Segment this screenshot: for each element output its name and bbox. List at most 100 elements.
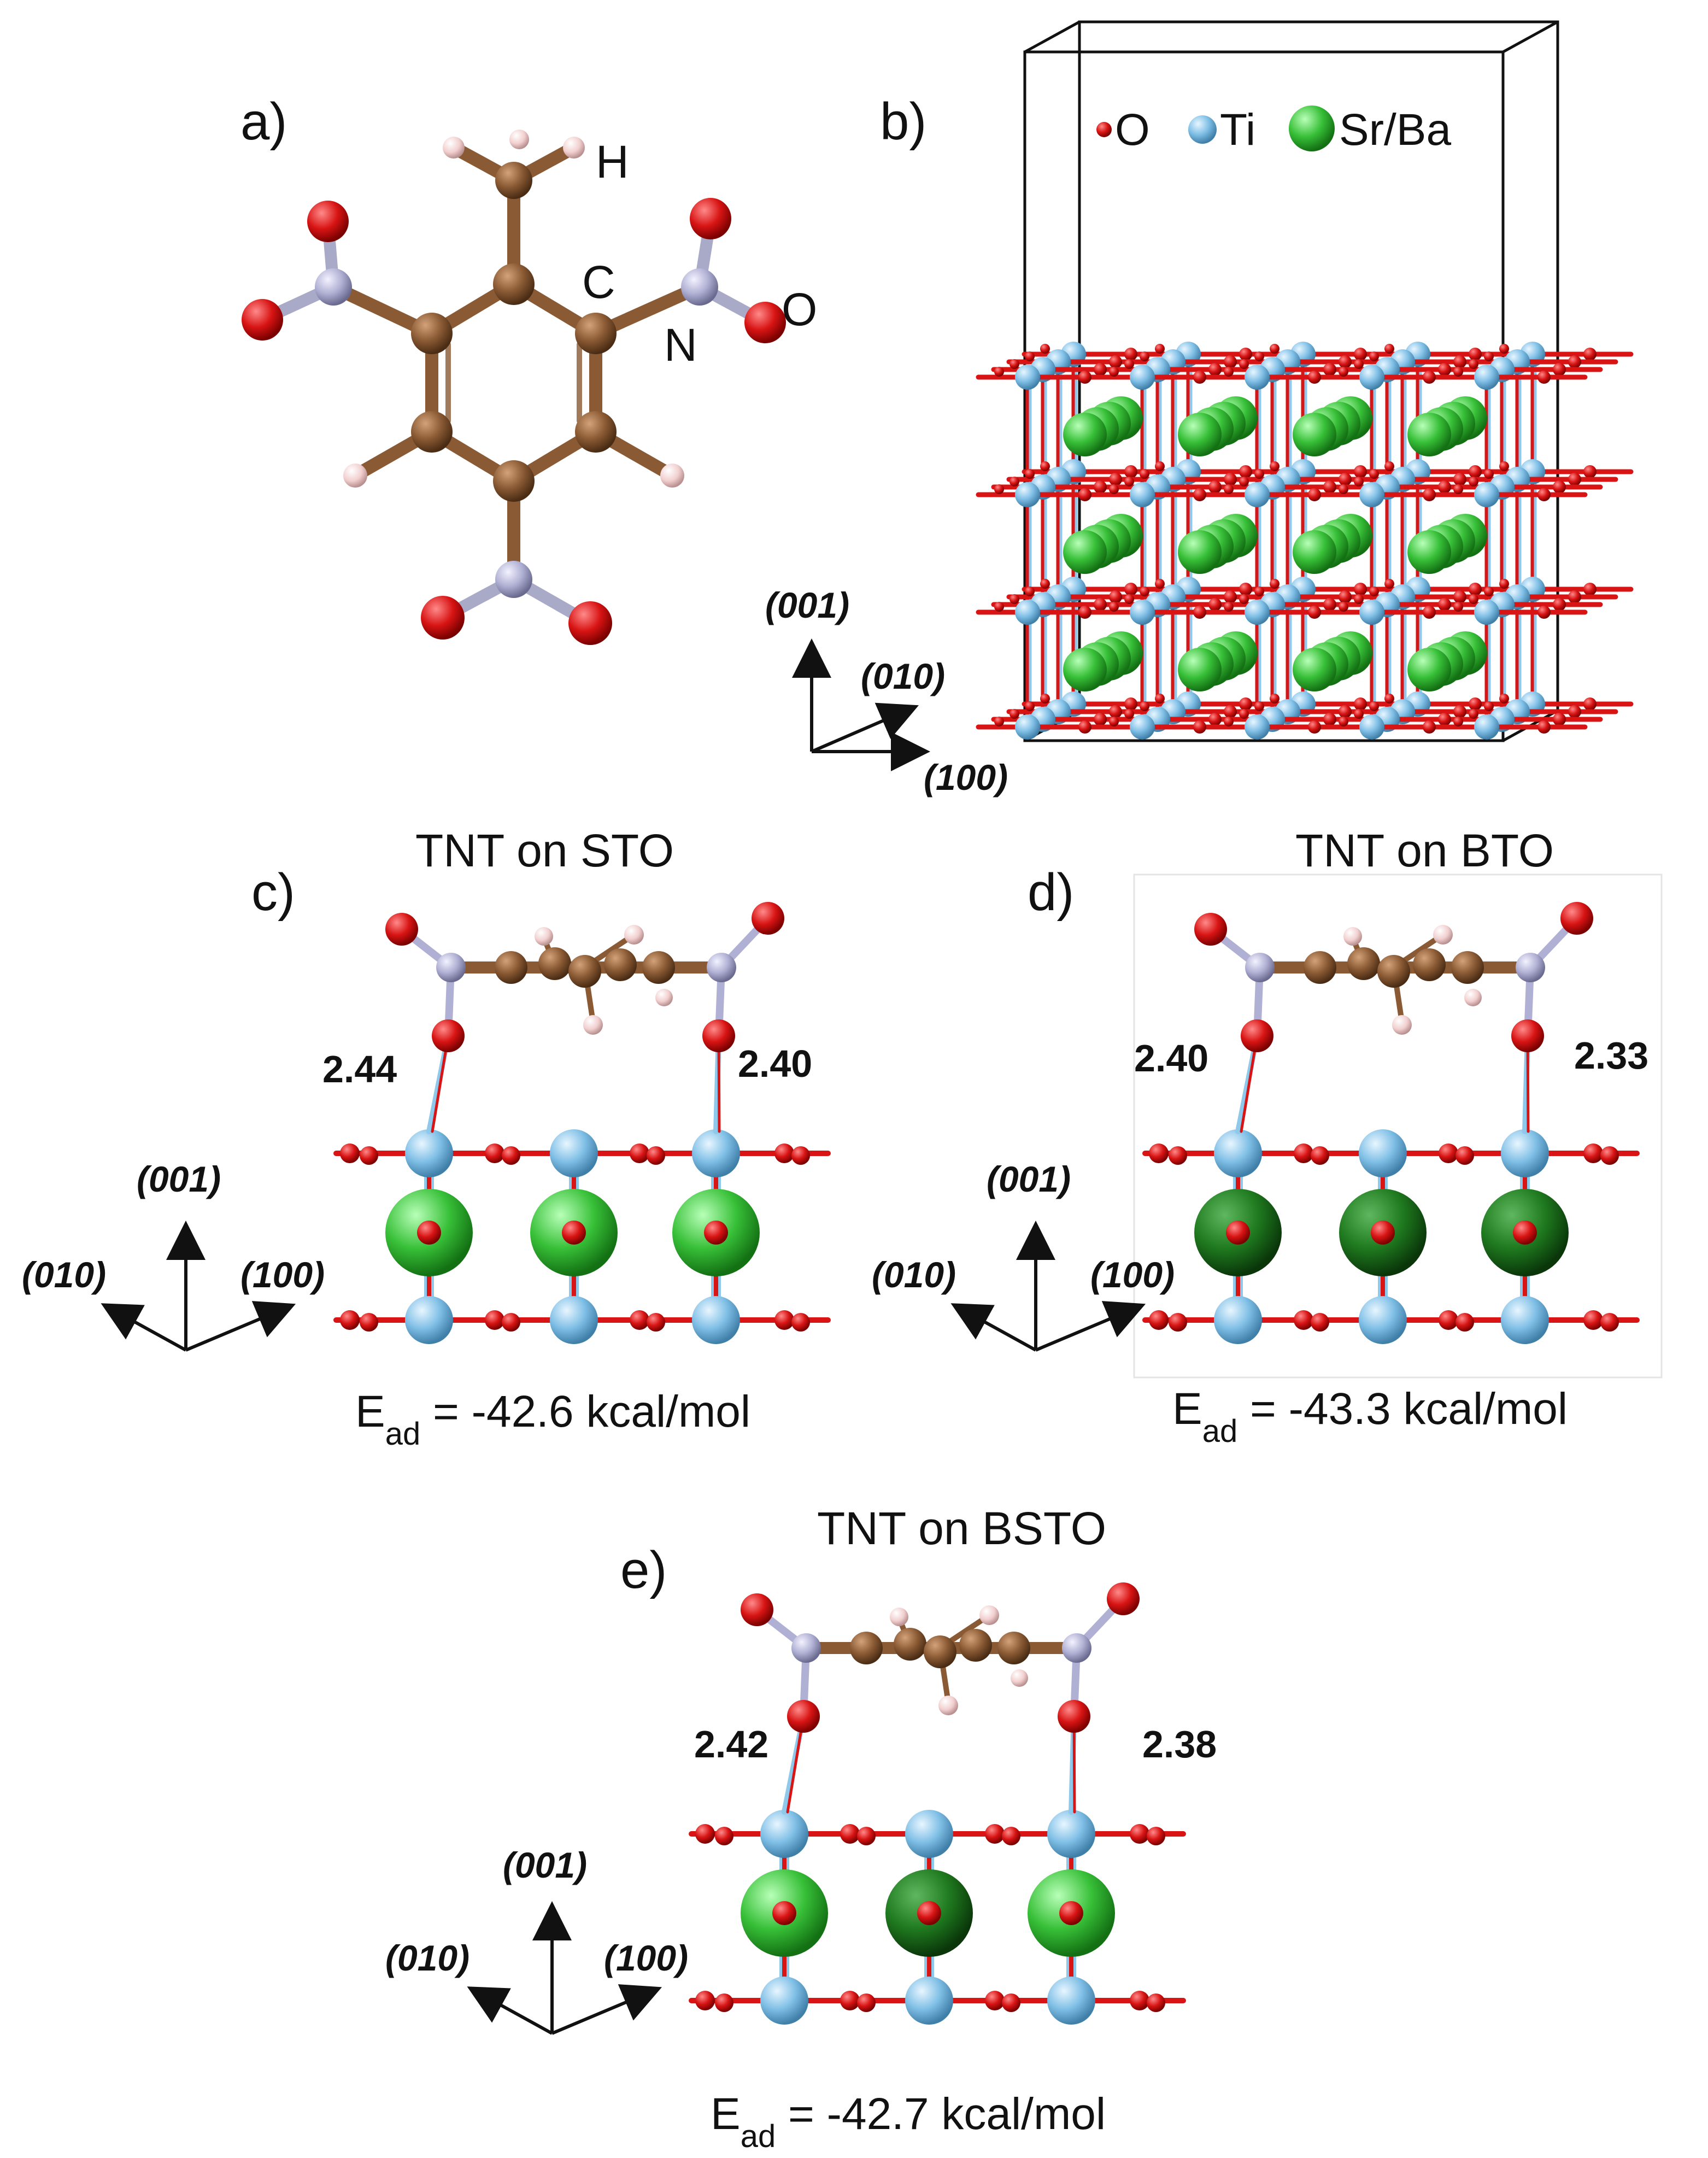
label-o: O bbox=[782, 284, 817, 335]
oxygen-atom bbox=[774, 1310, 794, 1330]
oxygen-atom bbox=[1193, 606, 1206, 619]
oxygen-atom bbox=[1453, 705, 1466, 718]
oxygen-atom bbox=[1224, 590, 1237, 603]
oxygen-atom bbox=[1311, 1313, 1329, 1332]
oxygen-atom bbox=[1469, 583, 1482, 596]
oxygen-atom bbox=[1499, 694, 1509, 703]
nitrogen-atom bbox=[495, 561, 532, 598]
titanium-atom bbox=[1474, 714, 1499, 740]
panel-b: b) O Ti Sr/Ba (001) (010) (100) bbox=[765, 20, 1634, 797]
bsto-surface bbox=[689, 1582, 1186, 2025]
oxygen-atom bbox=[1155, 579, 1165, 589]
carbon-atom bbox=[1413, 948, 1446, 981]
oxygen-atom bbox=[1568, 355, 1581, 368]
oxygen-atom bbox=[1354, 697, 1367, 711]
oxygen-atom bbox=[1354, 583, 1367, 596]
oxygen-atom bbox=[1059, 1901, 1083, 1925]
oxygen-atom bbox=[1339, 355, 1352, 368]
oxygen-atom bbox=[1239, 594, 1249, 604]
titanium-atom bbox=[1214, 1129, 1262, 1177]
oxygen-atom bbox=[715, 1827, 733, 1845]
oxygen-atom bbox=[485, 1143, 504, 1163]
label-n: N bbox=[664, 319, 697, 371]
oxygen-atom bbox=[1124, 709, 1134, 719]
oxygen-atom bbox=[695, 1824, 715, 1844]
oxygen-atom bbox=[1568, 590, 1581, 603]
oxygen-atom bbox=[1109, 717, 1119, 726]
axis-label-100: (100) bbox=[604, 1938, 688, 1978]
oxygen-atom bbox=[1124, 465, 1137, 478]
oxygen-atom bbox=[1323, 713, 1336, 726]
titanium-atom bbox=[760, 1977, 808, 2025]
titanium-atom bbox=[1474, 365, 1499, 390]
oxygen-atom bbox=[1339, 367, 1348, 377]
oxygen-atom bbox=[1193, 488, 1206, 501]
tnt-bonds bbox=[327, 141, 706, 586]
oxygen-atom bbox=[1469, 465, 1482, 478]
nitrogen-atom bbox=[707, 953, 736, 982]
oxygen-atom bbox=[1369, 351, 1379, 361]
oxygen-atom bbox=[917, 1901, 941, 1925]
oxygen-atom bbox=[1369, 701, 1379, 711]
nitrogen-atom bbox=[1245, 953, 1275, 982]
axis-label-010: (010) bbox=[872, 1254, 956, 1295]
oxygen-atom bbox=[1484, 587, 1494, 596]
hydrogen-atom bbox=[583, 1015, 603, 1035]
panel-a: a) bbox=[240, 92, 817, 645]
oxygen-atom bbox=[1193, 720, 1206, 734]
strontium-barium-atom bbox=[1063, 530, 1107, 574]
bto-surface bbox=[1142, 902, 1640, 1344]
oxygen-atom bbox=[1311, 1146, 1329, 1165]
oxygen-atom bbox=[1025, 469, 1035, 479]
oxygen-atom bbox=[1537, 720, 1551, 734]
methyl-carbon bbox=[495, 162, 532, 199]
label-h: H bbox=[596, 136, 629, 187]
oxygen-atom bbox=[1140, 701, 1149, 711]
oxygen-atom bbox=[1224, 484, 1234, 494]
oxygen-atom bbox=[1224, 355, 1237, 368]
oxygen-atom bbox=[1354, 359, 1364, 369]
oxygen-atom bbox=[1241, 1019, 1273, 1052]
oxygen-atom bbox=[1239, 348, 1252, 361]
titanium-atom bbox=[1130, 365, 1155, 390]
oxygen-atom bbox=[1270, 579, 1279, 589]
hydrogen-atom bbox=[1011, 1669, 1028, 1687]
oxygen-atom bbox=[1140, 469, 1149, 479]
oxygen-atom bbox=[1469, 697, 1482, 711]
oxygen-atom bbox=[1109, 367, 1119, 377]
oxygen-atom bbox=[1224, 367, 1234, 377]
carbon-atom bbox=[850, 1632, 883, 1664]
oxygen-atom bbox=[1009, 594, 1019, 604]
strontium-barium-atom bbox=[1178, 530, 1222, 574]
oxygen-atom bbox=[1583, 348, 1597, 361]
oxygen-atom bbox=[1339, 590, 1352, 603]
oxygen-atom bbox=[1423, 371, 1436, 384]
carbon-atom bbox=[568, 955, 601, 988]
oxygen-atom bbox=[1169, 1146, 1187, 1165]
titanium-atom bbox=[1015, 714, 1040, 740]
oxygen-atom bbox=[630, 1143, 649, 1163]
oxygen-atom bbox=[242, 299, 283, 341]
hydrogen-atom bbox=[938, 1696, 958, 1715]
titanium-atom bbox=[1359, 714, 1384, 740]
panel-b-label: b) bbox=[880, 92, 926, 151]
legend-titanium-icon bbox=[1188, 115, 1217, 144]
carbon-atom bbox=[924, 1635, 956, 1668]
hydrogen-atom bbox=[655, 989, 673, 1006]
oxygen-atom bbox=[1155, 461, 1165, 471]
oxygen-atom bbox=[1124, 583, 1137, 596]
oxygen-atom bbox=[1455, 1313, 1474, 1332]
carbon-atom bbox=[642, 951, 675, 984]
panel-c-title: TNT on STO bbox=[415, 825, 674, 876]
oxygen-atom bbox=[1239, 477, 1249, 486]
panel-d-frame bbox=[1133, 873, 1663, 1379]
oxygen-atom bbox=[752, 902, 784, 935]
oxygen-atom bbox=[360, 1313, 378, 1332]
oxygen-atom bbox=[1193, 371, 1206, 384]
oxygen-atom bbox=[502, 1146, 520, 1165]
adsorption-energy: Ead = -42.6 kcal/mol bbox=[355, 1387, 750, 1452]
hydrogen-atom bbox=[563, 137, 585, 159]
oxygen-atom bbox=[1147, 1827, 1165, 1845]
axis-label-010: (010) bbox=[385, 1938, 469, 1978]
oxygen-atom bbox=[690, 198, 731, 239]
